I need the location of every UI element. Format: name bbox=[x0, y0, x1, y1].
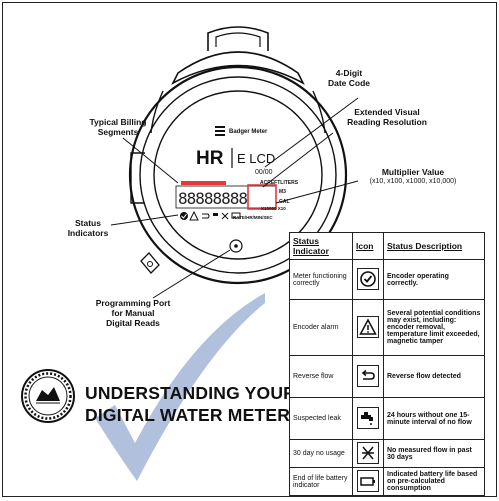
model-hr: HR bbox=[196, 148, 224, 169]
extended-resolution-callout: Extended Visual Reading Resolution bbox=[347, 107, 427, 127]
description-cell: No measured flow in past 30 days bbox=[383, 439, 485, 468]
table-header-row: Status Indicator Icon Status Description bbox=[289, 232, 485, 260]
city-seal-icon bbox=[21, 369, 75, 423]
title-line-1: UNDERSTANDING YOUR bbox=[85, 383, 297, 403]
check-circle-icon bbox=[357, 268, 379, 290]
date-code-callout: 4-Digit Date Code bbox=[327, 68, 371, 88]
multiplier-callout: Multiplier Value (x10, x100, x1000, x10,… bbox=[369, 167, 457, 185]
indicator-cell: End of life battery indicator bbox=[289, 467, 353, 496]
description-cell: Indicated battery life based on pre-calc… bbox=[383, 467, 485, 496]
lcd-side-mid: GAL bbox=[279, 199, 290, 205]
lcd-digits: 88888888 bbox=[178, 189, 248, 208]
meter-lid bbox=[171, 51, 305, 85]
table-row: Encoder alarm Several potential conditio… bbox=[289, 299, 485, 356]
table-row: Reverse flow Reverse flow detected bbox=[289, 355, 485, 398]
description-cell: Encoder operating correctly. bbox=[383, 259, 485, 300]
badger-logo-icon bbox=[215, 126, 225, 136]
status-indicators-callout: Status Indicators bbox=[67, 218, 109, 238]
table-row: Meter functioning correctly Encoder oper… bbox=[289, 259, 485, 300]
meter-outer-ring bbox=[128, 65, 348, 285]
indicator-cell: 30 day no usage bbox=[289, 439, 353, 468]
callout-lines bbox=[110, 97, 359, 299]
header-status-indicator: Status Indicator bbox=[289, 232, 353, 260]
description-cell: Reverse flow detected bbox=[383, 355, 485, 398]
billing-highlight bbox=[181, 181, 226, 185]
billing-segments-callout: Typical Billing Segments bbox=[89, 117, 147, 137]
status-table: Status Indicator Icon Status Description… bbox=[289, 232, 485, 496]
no-usage-icon bbox=[357, 442, 379, 464]
brand-name: Badger Meter bbox=[229, 129, 268, 135]
lcd-multiplier: X10000 X10 bbox=[261, 206, 286, 211]
meter-inner-ring bbox=[139, 76, 337, 274]
description-cell: Several potential conditions may exist, … bbox=[383, 299, 485, 356]
indicator-cell: Encoder alarm bbox=[289, 299, 353, 356]
warning-triangle-icon bbox=[357, 316, 379, 338]
lcd-status-icons bbox=[180, 210, 241, 221]
reverse-arrow-icon bbox=[357, 365, 379, 387]
header-status-description: Status Description bbox=[383, 232, 485, 260]
meter-illustration bbox=[21, 26, 359, 481]
lcd-units: ACREFTLITERS bbox=[260, 180, 299, 186]
title-line-2: DIGITAL WATER METER bbox=[85, 405, 291, 425]
header-icon: Icon bbox=[352, 232, 384, 260]
table-row: Suspected leak 24 hours without one 15-m… bbox=[289, 397, 485, 440]
table-row: End of life battery indicator Indicated … bbox=[289, 467, 485, 496]
lcd-rate: RATE/HR/MIN/SEC bbox=[233, 215, 273, 220]
extended-digits-highlight bbox=[247, 184, 277, 210]
description-cell: 24 hours without one 15-minute interval … bbox=[383, 397, 485, 440]
lcd-side-top: M3 bbox=[279, 189, 286, 195]
indicator-cell: Reverse flow bbox=[289, 355, 353, 398]
table-row: 30 day no usage No measured flow in past… bbox=[289, 439, 485, 468]
battery-icon bbox=[357, 470, 379, 492]
programming-port-callout: Programming Port for Manual Digital Read… bbox=[95, 298, 171, 328]
indicator-cell: Meter functioning correctly bbox=[289, 259, 353, 300]
model-elcd: E LCD bbox=[237, 151, 276, 166]
faucet-icon bbox=[357, 407, 379, 429]
lcd-date-code: 00/00 bbox=[255, 169, 273, 176]
checkmark-graphic bbox=[95, 293, 265, 481]
indicator-cell: Suspected leak bbox=[289, 397, 353, 440]
